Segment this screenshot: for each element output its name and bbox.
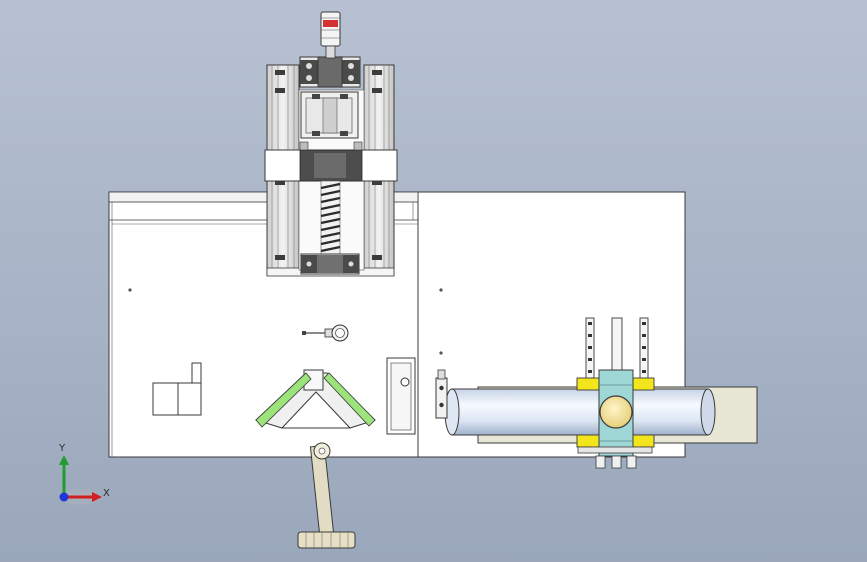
left-bracket bbox=[152, 362, 202, 416]
vertical-slide-module[interactable] bbox=[264, 11, 398, 277]
coordinate-triad bbox=[59, 455, 102, 505]
slide-carriage bbox=[300, 91, 359, 139]
plate-hole bbox=[439, 288, 443, 292]
shaft-coupling bbox=[320, 11, 341, 59]
pipe bbox=[444, 388, 716, 436]
slot-plate bbox=[386, 357, 416, 435]
plate-hole bbox=[439, 351, 443, 355]
clamp-pad-bottom-left bbox=[576, 434, 600, 448]
x-axis-label: X bbox=[103, 488, 110, 499]
z-axis-dot bbox=[59, 492, 69, 502]
handle-knob bbox=[297, 531, 356, 549]
end-stop bbox=[435, 369, 448, 419]
clamp-pad-bottom-right bbox=[632, 434, 655, 448]
clamp-pad-top-right bbox=[632, 377, 655, 391]
top-bearing-block bbox=[299, 56, 361, 88]
clamp-body bbox=[598, 369, 634, 457]
clamp-bolts bbox=[577, 446, 653, 469]
lead-screw bbox=[320, 180, 341, 256]
handle-lever bbox=[297, 442, 356, 549]
slide-crossbar bbox=[264, 141, 398, 182]
plate-hole bbox=[128, 288, 132, 292]
right-green-pad bbox=[323, 372, 376, 427]
plate-top-edge bbox=[108, 191, 419, 203]
left-green-pad bbox=[255, 372, 312, 428]
clamp-pad-top-left bbox=[576, 377, 600, 391]
y-axis-label: Y bbox=[59, 443, 66, 454]
pipe-clamp-assembly bbox=[435, 317, 758, 469]
proximity-sensor bbox=[302, 324, 349, 342]
clamp-disc bbox=[599, 395, 633, 429]
v-block-fixture bbox=[255, 369, 376, 429]
bottom-bearing-block bbox=[300, 253, 360, 275]
